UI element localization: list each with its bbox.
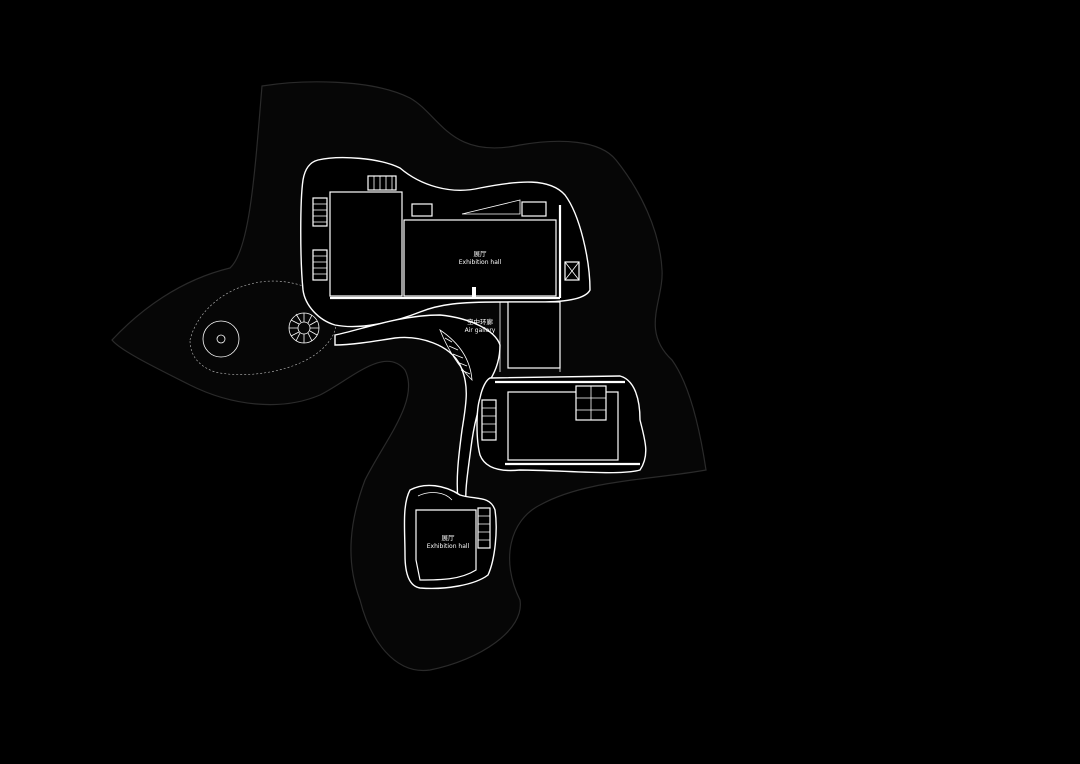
upper-exhibition-hall-label-cn: 展厅 [474, 250, 488, 258]
upper-stair-treads-west [313, 203, 327, 223]
air-gallery-label-en: Air gallery [465, 327, 496, 334]
south-pavilion-stair-treads [478, 515, 490, 541]
south-pavilion-stair [477, 507, 491, 549]
south-pavilion-entrance [417, 492, 453, 501]
upper-ramp-north [461, 199, 521, 215]
upper-exhibition-hall-room [403, 219, 557, 297]
upper-stair-treads-west-2 [313, 255, 327, 275]
upper-stair-north-2 [411, 203, 433, 217]
upper-elevator-cross [564, 261, 580, 281]
lower-east-stair-treads [482, 407, 496, 433]
air-gallery-ramp-leaf [439, 328, 473, 382]
upper-stair-north-3 [521, 201, 547, 217]
lower-east-stair [481, 399, 497, 441]
south-pavilion-hall-room [415, 509, 477, 581]
upper-stair-treads-north [373, 176, 393, 190]
upper-stair-core-west-2 [312, 249, 328, 281]
lower-east-core-lines [576, 386, 606, 420]
spiral-stair-treads [289, 313, 319, 343]
upper-exhibition-hall-label-en: Exhibition hall [459, 259, 502, 266]
upper-stair-core-west [312, 197, 328, 227]
air-gallery-edge [499, 302, 561, 372]
air-gallery-walkway [334, 314, 501, 501]
south-exhibition-hall-label-en: Exhibition hall [427, 543, 470, 550]
plaza-circle [202, 320, 240, 358]
air-gallery-label-cn: 空中环廊 [467, 317, 494, 326]
air-gallery-link [507, 301, 561, 369]
south-exhibition-hall-label-cn: 展厅 [442, 534, 456, 542]
air-gallery-ramp-leaf-lines [444, 337, 471, 375]
plaza-circle-center [216, 334, 226, 344]
upper-hall-column [472, 287, 476, 297]
upper-west-hall-room [329, 191, 403, 297]
upper-stair-north [367, 175, 397, 191]
